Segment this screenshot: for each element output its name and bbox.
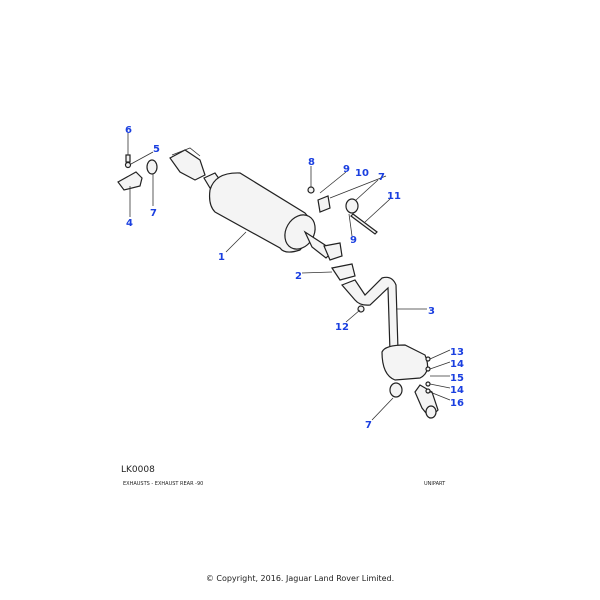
callout-5: 5 [153,144,160,155]
part-front-pipe [169,147,206,181]
callout-16: 16 [450,398,464,409]
callout-7: 7 [150,208,157,219]
callout-8: 8 [308,157,315,168]
callout-6: 6 [125,125,132,136]
callout-9: 9 [350,235,357,246]
callout-2: 2 [295,271,302,282]
callout-14: 14 [450,359,464,370]
diagram-caption: EXHAUSTS - EXHAUST REAR -90 [123,481,204,487]
callout-13: 13 [450,347,464,358]
part-washer [425,366,431,372]
leader-lines [127,133,451,421]
part-bolt-long [350,213,378,235]
callout-3: 3 [428,306,435,317]
part-clamp-bracket [317,195,331,213]
part-bolt [125,154,131,163]
callout-9: 9 [343,164,350,175]
callout-4: 4 [126,218,133,229]
part-rubber-mounting [146,159,158,175]
part-washer [124,161,132,169]
part-rear-pipe [340,276,439,419]
callout-11: 11 [387,191,401,202]
callout-14: 14 [450,385,464,396]
part-nut [425,356,431,362]
callout-7: 7 [378,172,385,183]
part-bracket [117,171,143,191]
part-gasket [331,263,356,281]
copyright: © Copyright, 2016. Jaguar Land Rover Lim… [205,574,395,583]
part-washer [425,381,431,387]
callout-15: 15 [450,373,464,384]
diagram-code: LK0008 [121,465,155,475]
brand-label: UNIPART [424,481,446,487]
part-rubber-mounting [389,382,403,398]
callout-1: 1 [218,252,225,263]
part-intermediate-silencer [208,172,343,261]
part-nut [307,186,315,194]
callout-10: 10 [355,168,369,179]
part-rubber-mounting [345,198,359,214]
callout-7: 7 [365,420,372,431]
callout-12: 12 [335,322,349,333]
part-nut [425,388,431,394]
